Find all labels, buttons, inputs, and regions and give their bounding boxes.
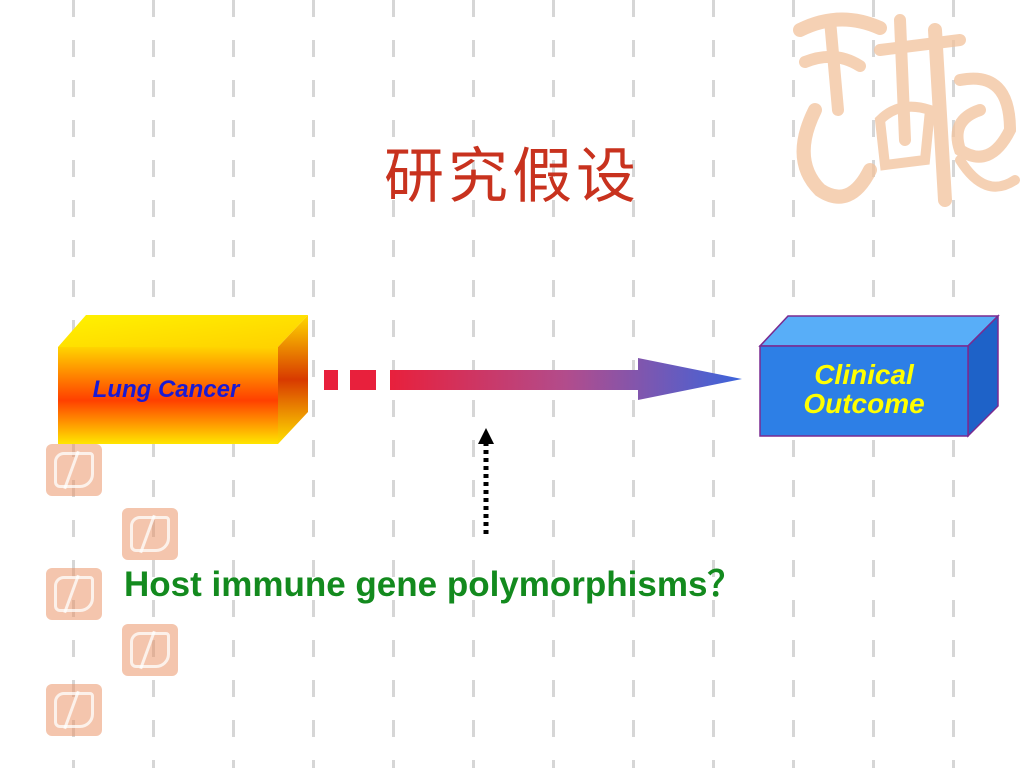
slide-title: 研究假设: [384, 142, 640, 212]
clinical-outcome-label-line2: Outcome: [803, 388, 924, 419]
lung-cancer-box-side: [278, 315, 308, 444]
seal-stamp-icon: [46, 684, 102, 736]
lung-cancer-box-top: [58, 315, 308, 347]
arrow-dash-1: [324, 370, 338, 390]
clinical-outcome-box-front: [759, 345, 969, 437]
modifier-arrow-head: [478, 428, 494, 444]
clinical-outcome-box: Clinical Outcome: [758, 314, 1000, 438]
clinical-outcome-box-top: [758, 315, 1000, 347]
seal-stamp-icon: [46, 444, 102, 496]
lung-cancer-box: Lung Cancer: [58, 315, 308, 444]
seal-stamp-icon: [122, 508, 178, 560]
modifier-arrow: [478, 428, 494, 538]
clinical-outcome-label-line1: Clinical: [814, 359, 915, 390]
seal-decoration-icon: [793, 12, 1020, 207]
arrow-shaft: [390, 358, 742, 400]
host-gene-label: Host immune gene polymorphisms？: [124, 565, 743, 604]
seal-stamp-icon: [122, 624, 178, 676]
arrow-dash-2: [350, 370, 376, 390]
main-arrow: [324, 358, 742, 400]
seal-stamp-icon: [46, 568, 102, 620]
lung-cancer-box-front: [58, 347, 278, 444]
lung-cancer-label: Lung Cancer: [93, 376, 241, 403]
